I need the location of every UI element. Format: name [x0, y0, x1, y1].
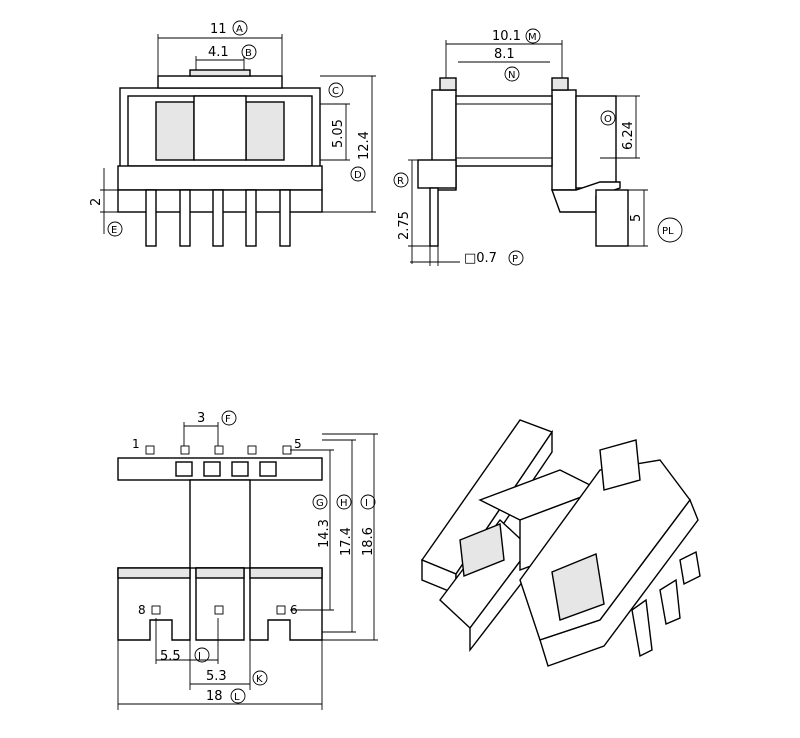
bottom-view: 1 5 8 6 3 F 14.3 G 17.4 H 18.6 I [117, 410, 378, 710]
label-n: N [508, 70, 515, 81]
dim-a: 11 [210, 22, 227, 37]
label-g: G [316, 498, 324, 509]
dim-h: 17.4 [339, 527, 354, 556]
isometric-view [420, 419, 701, 667]
label-p: P [512, 254, 518, 265]
label-i: I [365, 498, 368, 509]
dim-p: □0.7 [464, 251, 497, 266]
dim-c: 5.05 [331, 119, 346, 148]
dim-o: 6.24 [621, 121, 636, 150]
pin-5: 5 [294, 437, 302, 451]
label-k: K [256, 674, 263, 685]
dim-m: 10.1 [492, 29, 521, 44]
dim-j: 5.5 [160, 649, 181, 664]
label-r: R [397, 176, 404, 187]
dim-d: 12.4 [357, 131, 372, 160]
label-b: B [245, 48, 252, 59]
pin-1: 1 [132, 437, 140, 451]
dim-g: 14.3 [317, 519, 332, 548]
label-c: C [332, 86, 339, 97]
dim-l: 18 [206, 689, 223, 704]
label-m: M [528, 32, 537, 43]
dim-b: 4.1 [208, 45, 229, 60]
side-view: 10.1 M 8.1 N 6.24 O 5 PL 2.75 R □0.7 [393, 28, 683, 266]
dim-f: 3 [197, 411, 205, 426]
label-a: A [236, 24, 243, 35]
front-view: 11 A 4.1 B C 5.05 12.4 D 2 E [89, 20, 376, 247]
label-e: E [111, 225, 117, 236]
pin-8: 8 [138, 603, 146, 617]
label-o: O [604, 114, 612, 125]
label-f: F [225, 414, 231, 425]
label-h: H [340, 498, 348, 509]
dim-n: 8.1 [494, 47, 515, 62]
label-d: D [354, 170, 362, 181]
label-pl: PL [662, 226, 674, 237]
dim-k: 5.3 [206, 669, 227, 684]
dim-e: 2 [89, 198, 104, 206]
dim-r: 2.75 [397, 211, 412, 240]
label-l: L [234, 692, 240, 703]
dim-pl: 5 [629, 214, 644, 222]
dim-i: 18.6 [361, 527, 376, 556]
label-j: J [197, 651, 201, 662]
